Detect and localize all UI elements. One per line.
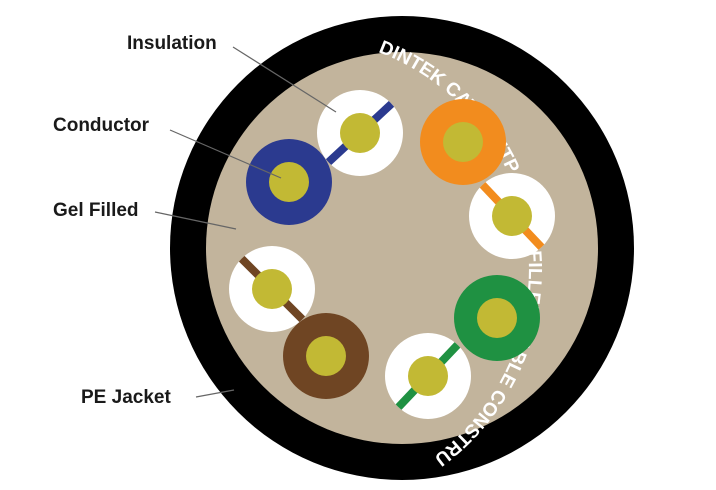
- wire-brown-white: [229, 246, 315, 332]
- gel-filled-label: Gel Filled: [53, 200, 139, 221]
- wire-orange: [420, 99, 506, 185]
- wire-brown: [283, 313, 369, 399]
- wire-blue-white: [317, 90, 403, 176]
- conductor-core: [443, 122, 483, 162]
- conductor-core: [340, 113, 380, 153]
- conductor-core: [408, 356, 448, 396]
- conductor-leader-line: [169, 129, 282, 179]
- gel-filled-leader-line: [154, 211, 237, 230]
- conductor-core: [252, 269, 292, 309]
- conductor-label: Conductor: [53, 115, 150, 136]
- wire-green-white: [385, 333, 471, 419]
- wire-blue: [246, 139, 332, 225]
- wire-green: [454, 275, 540, 361]
- conductor-core: [306, 336, 346, 376]
- insulation-leader-line: [232, 46, 337, 113]
- wire-orange-white: [469, 173, 555, 259]
- pe-jacket-leader-line: [195, 389, 235, 398]
- conductor-core: [492, 196, 532, 236]
- conductor-core: [269, 162, 309, 202]
- insulation-label: Insulation: [127, 33, 217, 54]
- conductor-core: [477, 298, 517, 338]
- pe-jacket-label: PE Jacket: [81, 387, 171, 408]
